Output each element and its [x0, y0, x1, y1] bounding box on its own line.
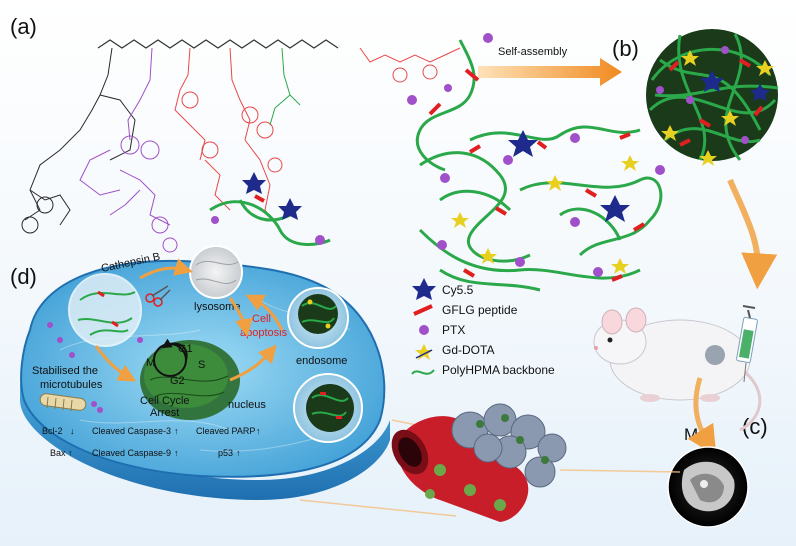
- legend-text-backbone: PolyHPMA backbone: [442, 363, 555, 377]
- polymer-backbone-line: [97, 39, 339, 49]
- stabilised-label-2: microtubules: [40, 379, 103, 391]
- cycle-s: S: [198, 359, 205, 371]
- microtubule-icon: [39, 393, 103, 413]
- mri-image: [667, 446, 749, 528]
- marker-caspase9: Cleaved Caspase-9: [92, 448, 171, 458]
- panel-d-label: (d): [10, 264, 37, 289]
- cell-apoptosis-label-1: Cell: [252, 313, 271, 325]
- panel-b-label: (b): [612, 36, 639, 61]
- marker-bax-arrow: ↑: [68, 448, 73, 458]
- cycle-g1: G1: [178, 343, 193, 355]
- legend-item-gflg: GFLG peptide: [413, 303, 518, 317]
- legend-item-cy55: Cy5.5: [412, 278, 474, 300]
- blood-vessel: [391, 416, 529, 522]
- marker-parp: Cleaved PARP: [196, 426, 255, 436]
- nanoparticle-sphere: [636, 19, 788, 171]
- lysosome-label: lysosome: [194, 301, 240, 313]
- unimer-peptides: [462, 132, 646, 282]
- legend-item-backbone: PolyHPMA backbone: [411, 363, 555, 377]
- unimer-ptx: [437, 133, 665, 277]
- stabilised-label-1: Stabilised the: [32, 365, 98, 377]
- scissors-icon: [145, 285, 171, 307]
- arrow-b-to-c: [727, 178, 778, 290]
- legend-text-gflg: GFLG peptide: [442, 303, 518, 317]
- legend-item-gd: Gd-DOTA: [415, 343, 494, 360]
- panel-a-structure: [21, 39, 461, 253]
- cell-cycle-label-2: Arrest: [150, 407, 179, 419]
- mouse-illustration: [593, 307, 762, 432]
- marker-bcl2-arrow: ↓: [70, 426, 75, 436]
- marker-bax: Bax: [50, 448, 66, 458]
- marker-caspase9-arrow: ↑: [174, 448, 179, 458]
- syringe-icon: [736, 305, 758, 383]
- marker-p53-arrow: ↑: [236, 448, 241, 458]
- legend-text-gd: Gd-DOTA: [442, 343, 494, 357]
- endosome: [287, 287, 349, 349]
- marker-caspase3: Cleaved Caspase-3: [92, 426, 171, 436]
- legend-text-cy55: Cy5.5: [442, 283, 474, 297]
- legend-item-ptx: PTX: [419, 323, 465, 337]
- arrow-mouse-to-mri: [687, 377, 717, 457]
- cell-process-arrows: [94, 258, 284, 382]
- marker-bcl2: Bcl-2: [42, 426, 63, 436]
- marker-parp-arrow: ↑: [256, 426, 261, 436]
- degrading-nanoparticle: [47, 273, 143, 358]
- marker-p53: p53: [218, 448, 233, 458]
- legend-text-ptx: PTX: [442, 323, 465, 337]
- polymer-chain-a: [407, 33, 493, 172]
- endosome-label: endosome: [296, 355, 347, 367]
- legend: Cy5.5 GFLG peptide PTX Gd-DOTA PolyHPMA …: [411, 278, 555, 377]
- tumor-cells: [451, 403, 567, 488]
- cycle-m: M: [146, 357, 155, 369]
- self-assembly-label: Self-assembly: [498, 46, 568, 58]
- self-assembly-arrow: Self-assembly: [478, 46, 622, 86]
- cell-cycle-label-1: Cell Cycle: [140, 395, 190, 407]
- endosome-lower: [293, 373, 363, 443]
- cycle-g2: G2: [170, 375, 185, 387]
- protein-markers: Bcl-2 ↓ Cleaved Caspase-3 ↑ Cleaved PARP…: [42, 426, 261, 458]
- panel-a-label: (a): [10, 14, 37, 39]
- unimer-gd: [451, 155, 639, 274]
- small-chain-a: [209, 172, 331, 246]
- lysosome: [189, 245, 243, 299]
- unimer-cy55: [508, 130, 630, 222]
- nucleus-label: nucleus: [228, 399, 266, 411]
- nucleus: G1 S G2 M: [140, 338, 240, 420]
- marker-caspase3-arrow: ↑: [174, 426, 179, 436]
